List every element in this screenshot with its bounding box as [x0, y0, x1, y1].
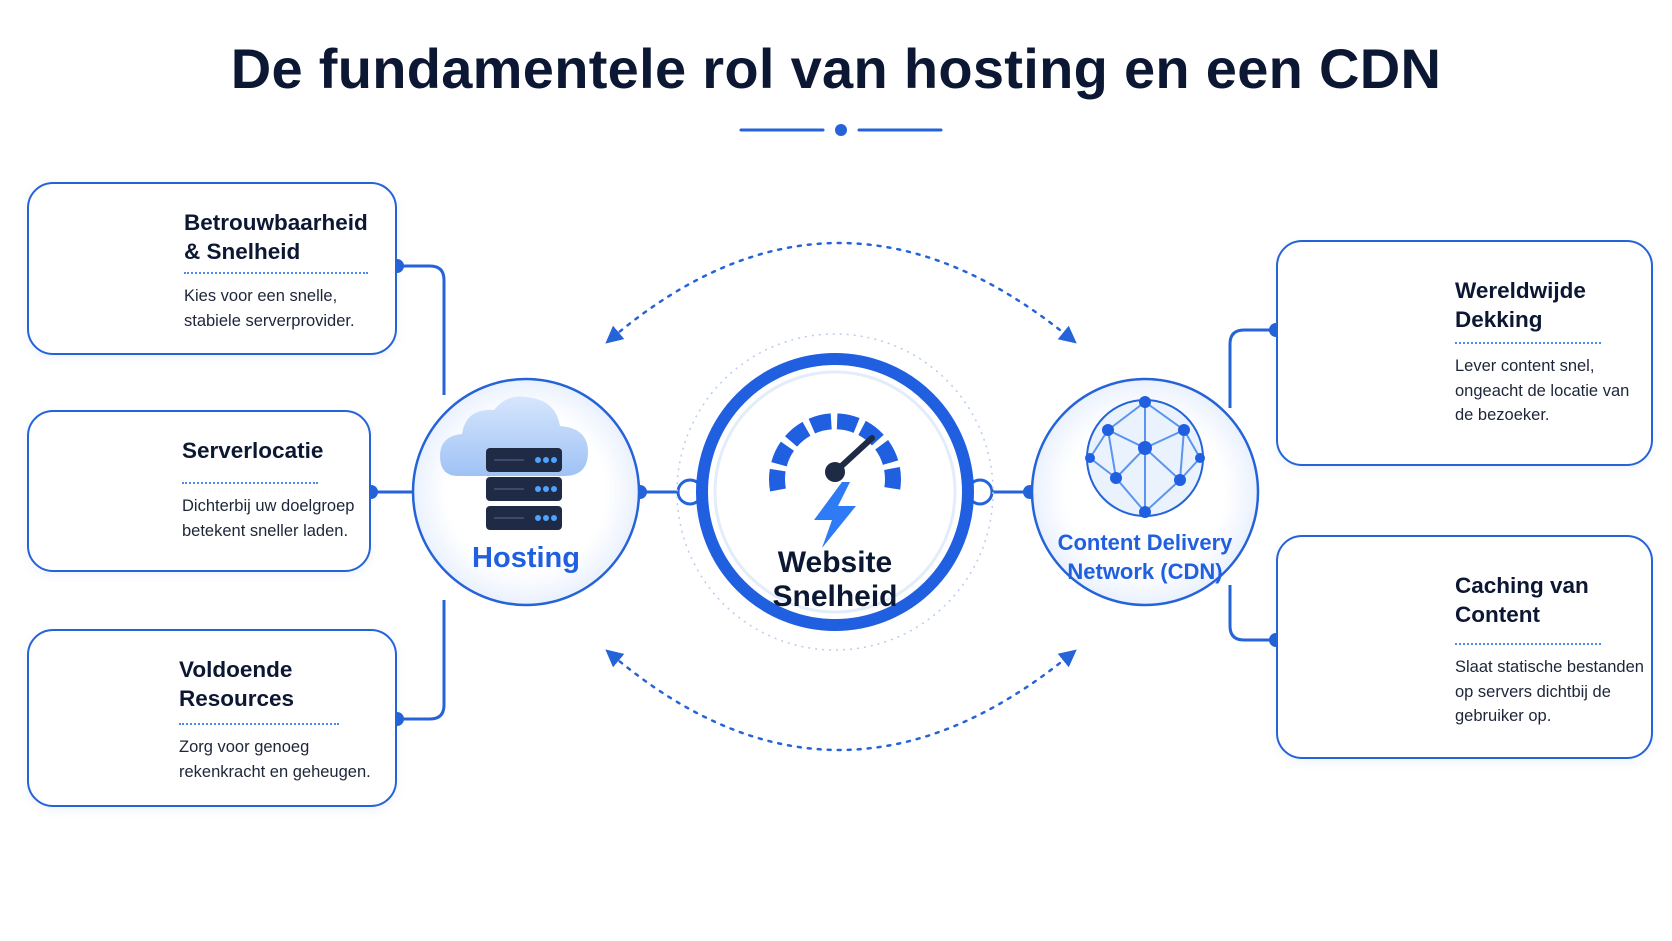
card-server-location: Serverlocatie Dichterbij uw doelgroep be…: [27, 410, 371, 572]
cdn-label: Content Delivery Network (CDN): [1057, 530, 1233, 584]
card-description: Slaat statische bestanden op servers dic…: [1455, 658, 1644, 725]
card-content-caching: Caching van Content Slaat statische best…: [1276, 535, 1653, 759]
card-title: Betrouwbaarheid & Snelheid: [184, 210, 368, 264]
speedometer-icon: [769, 413, 901, 548]
card-description: Zorg voor genoeg rekenkracht en geheugen…: [179, 738, 371, 781]
card-divider: [184, 272, 368, 274]
card-global-coverage: Wereldwijde Dekking Lever content snel, …: [1276, 240, 1653, 466]
right-connectors: [1228, 328, 1276, 642]
card-reliability-speed: Betrouwbaarheid & Snelheid Kies voor een…: [27, 182, 397, 355]
card-divider: [182, 482, 318, 484]
card-title: Wereldwijde Dekking: [1455, 278, 1586, 332]
cloud-server-icon: [440, 396, 588, 530]
hosting-label: Hosting: [472, 542, 580, 574]
page-title: De fundamentele rol van hosting en een C…: [230, 37, 1442, 100]
network-globe-icon: [1085, 396, 1205, 518]
hosting-hub: [411, 377, 641, 607]
card-description: Lever content snel, ongeacht de locatie …: [1455, 357, 1630, 424]
card-description: Kies voor een snelle, stabiele serverpro…: [184, 287, 355, 330]
card-title: Serverlocatie: [182, 438, 324, 463]
card-title: Voldoende Resources: [179, 657, 295, 711]
card-description: Dichterbij uw doelgroep betekent sneller…: [182, 497, 355, 540]
card-divider: [1455, 643, 1601, 645]
card-divider: [179, 723, 339, 725]
cdn-hub: [1030, 377, 1260, 607]
center-hub: [676, 333, 994, 651]
website-speed-label: Website Snelheid: [772, 546, 898, 613]
title-divider: [739, 124, 943, 136]
card-title: Caching van Content: [1455, 573, 1589, 627]
cycle-arrows: [605, 241, 1077, 752]
card-divider: [1455, 342, 1601, 344]
card-sufficient-resources: Voldoende Resources Zorg voor genoeg rek…: [27, 629, 397, 807]
